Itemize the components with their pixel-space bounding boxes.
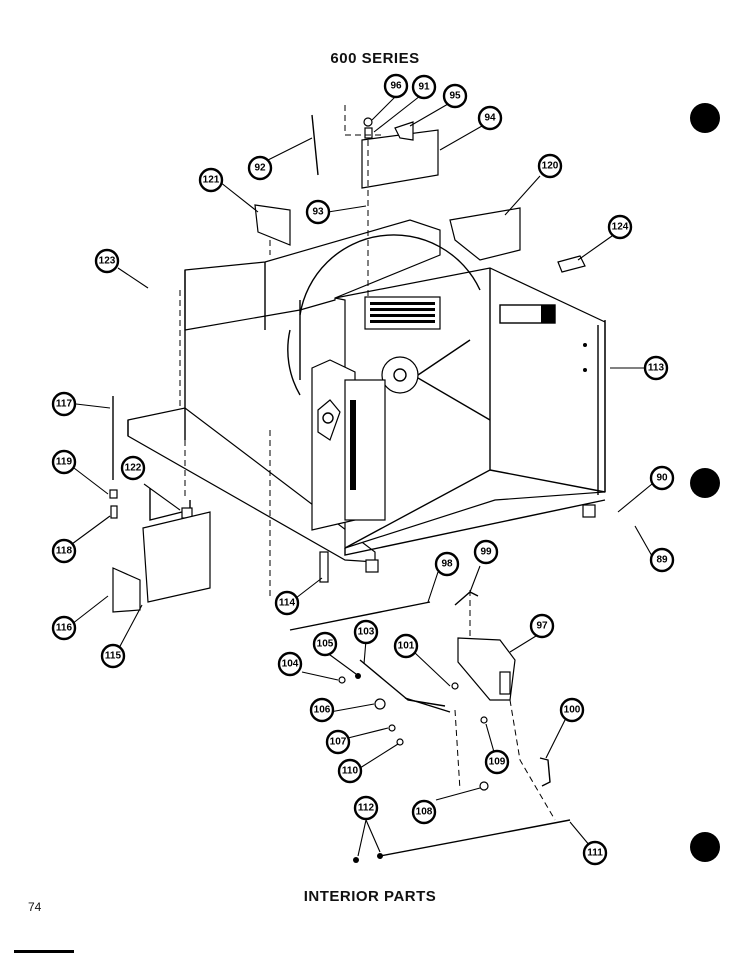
callout-101: 101 xyxy=(393,633,419,659)
callout-122: 122 xyxy=(120,455,146,481)
svg-text:106: 106 xyxy=(314,705,331,716)
callout-110: 110 xyxy=(337,758,363,784)
left-side-parts xyxy=(109,396,329,613)
svg-text:120: 120 xyxy=(542,161,559,172)
top-parts xyxy=(179,105,586,410)
svg-text:100: 100 xyxy=(564,705,581,716)
callout-99: 99 xyxy=(473,539,499,565)
svg-text:101: 101 xyxy=(398,641,415,652)
svg-text:114: 114 xyxy=(279,598,296,609)
callout-106: 106 xyxy=(309,697,335,723)
svg-text:117: 117 xyxy=(56,399,73,410)
leader-lines xyxy=(71,95,653,857)
callout-121: 121 xyxy=(198,167,224,193)
svg-text:110: 110 xyxy=(342,766,359,777)
binder-hole-bottom xyxy=(690,832,720,862)
callout-118: 118 xyxy=(51,538,77,564)
callout-89: 89 xyxy=(649,547,675,573)
callout-112: 112 xyxy=(353,795,379,821)
callout-114: 114 xyxy=(274,590,300,616)
svg-text:109: 109 xyxy=(489,757,506,768)
callout-103: 103 xyxy=(353,619,379,645)
callout-90: 90 xyxy=(649,465,675,491)
callout-95: 95 xyxy=(442,83,468,109)
svg-text:123: 123 xyxy=(99,256,116,267)
svg-text:115: 115 xyxy=(105,651,122,662)
callout-116: 116 xyxy=(51,615,77,641)
callout-92: 92 xyxy=(247,155,273,181)
callout-104: 104 xyxy=(277,651,303,677)
svg-text:96: 96 xyxy=(390,81,402,92)
callout-91: 91 xyxy=(411,74,437,100)
svg-text:121: 121 xyxy=(203,175,220,186)
svg-text:116: 116 xyxy=(56,623,73,634)
svg-text:119: 119 xyxy=(56,457,73,468)
svg-text:111: 111 xyxy=(587,848,603,859)
svg-text:90: 90 xyxy=(656,473,668,484)
callout-96: 96 xyxy=(383,73,409,99)
svg-text:124: 124 xyxy=(612,222,629,233)
callout-93: 93 xyxy=(305,199,331,225)
svg-text:107: 107 xyxy=(330,737,347,748)
cabinet-housing xyxy=(127,219,606,573)
callout-107: 107 xyxy=(325,729,351,755)
svg-text:97: 97 xyxy=(536,621,548,632)
svg-text:93: 93 xyxy=(312,207,324,218)
svg-text:103: 103 xyxy=(358,627,375,638)
svg-text:104: 104 xyxy=(282,659,299,670)
lower-assembly-parts xyxy=(289,590,571,863)
callout-97: 97 xyxy=(529,613,555,639)
diagram-caption: INTERIOR PARTS xyxy=(303,888,437,905)
diagram-title: 600 SERIES xyxy=(330,50,420,67)
svg-text:108: 108 xyxy=(416,807,433,818)
callout-120: 120 xyxy=(537,153,563,179)
svg-text:122: 122 xyxy=(125,463,142,474)
svg-text:89: 89 xyxy=(656,555,668,566)
callout-111: 111 xyxy=(582,840,608,866)
callouts: 96 91 95 94 92 121 93 120 124 123 113 11… xyxy=(51,73,675,866)
svg-text:98: 98 xyxy=(441,559,453,570)
svg-text:94: 94 xyxy=(484,113,496,124)
callout-117: 117 xyxy=(51,391,77,417)
callout-115: 115 xyxy=(100,643,126,669)
callout-123: 123 xyxy=(94,248,120,274)
callout-124: 124 xyxy=(607,214,633,240)
callout-94: 94 xyxy=(477,105,503,131)
callout-119: 119 xyxy=(51,449,77,475)
svg-text:99: 99 xyxy=(480,547,492,558)
scan-edge-mark xyxy=(14,950,74,953)
page-number: 74 xyxy=(28,900,42,914)
callout-108: 108 xyxy=(411,799,437,825)
svg-text:91: 91 xyxy=(418,82,430,93)
svg-text:112: 112 xyxy=(358,803,375,814)
binder-hole-top xyxy=(690,103,720,133)
svg-text:92: 92 xyxy=(254,163,266,174)
binder-hole-middle xyxy=(690,468,720,498)
svg-text:105: 105 xyxy=(317,639,334,650)
callout-100: 100 xyxy=(559,697,585,723)
callout-98: 98 xyxy=(434,551,460,577)
callout-109: 109 xyxy=(484,749,510,775)
svg-text:95: 95 xyxy=(449,91,461,102)
callout-113: 113 xyxy=(643,355,669,381)
svg-text:113: 113 xyxy=(648,363,665,374)
svg-text:118: 118 xyxy=(56,546,73,557)
callout-105: 105 xyxy=(312,631,338,657)
